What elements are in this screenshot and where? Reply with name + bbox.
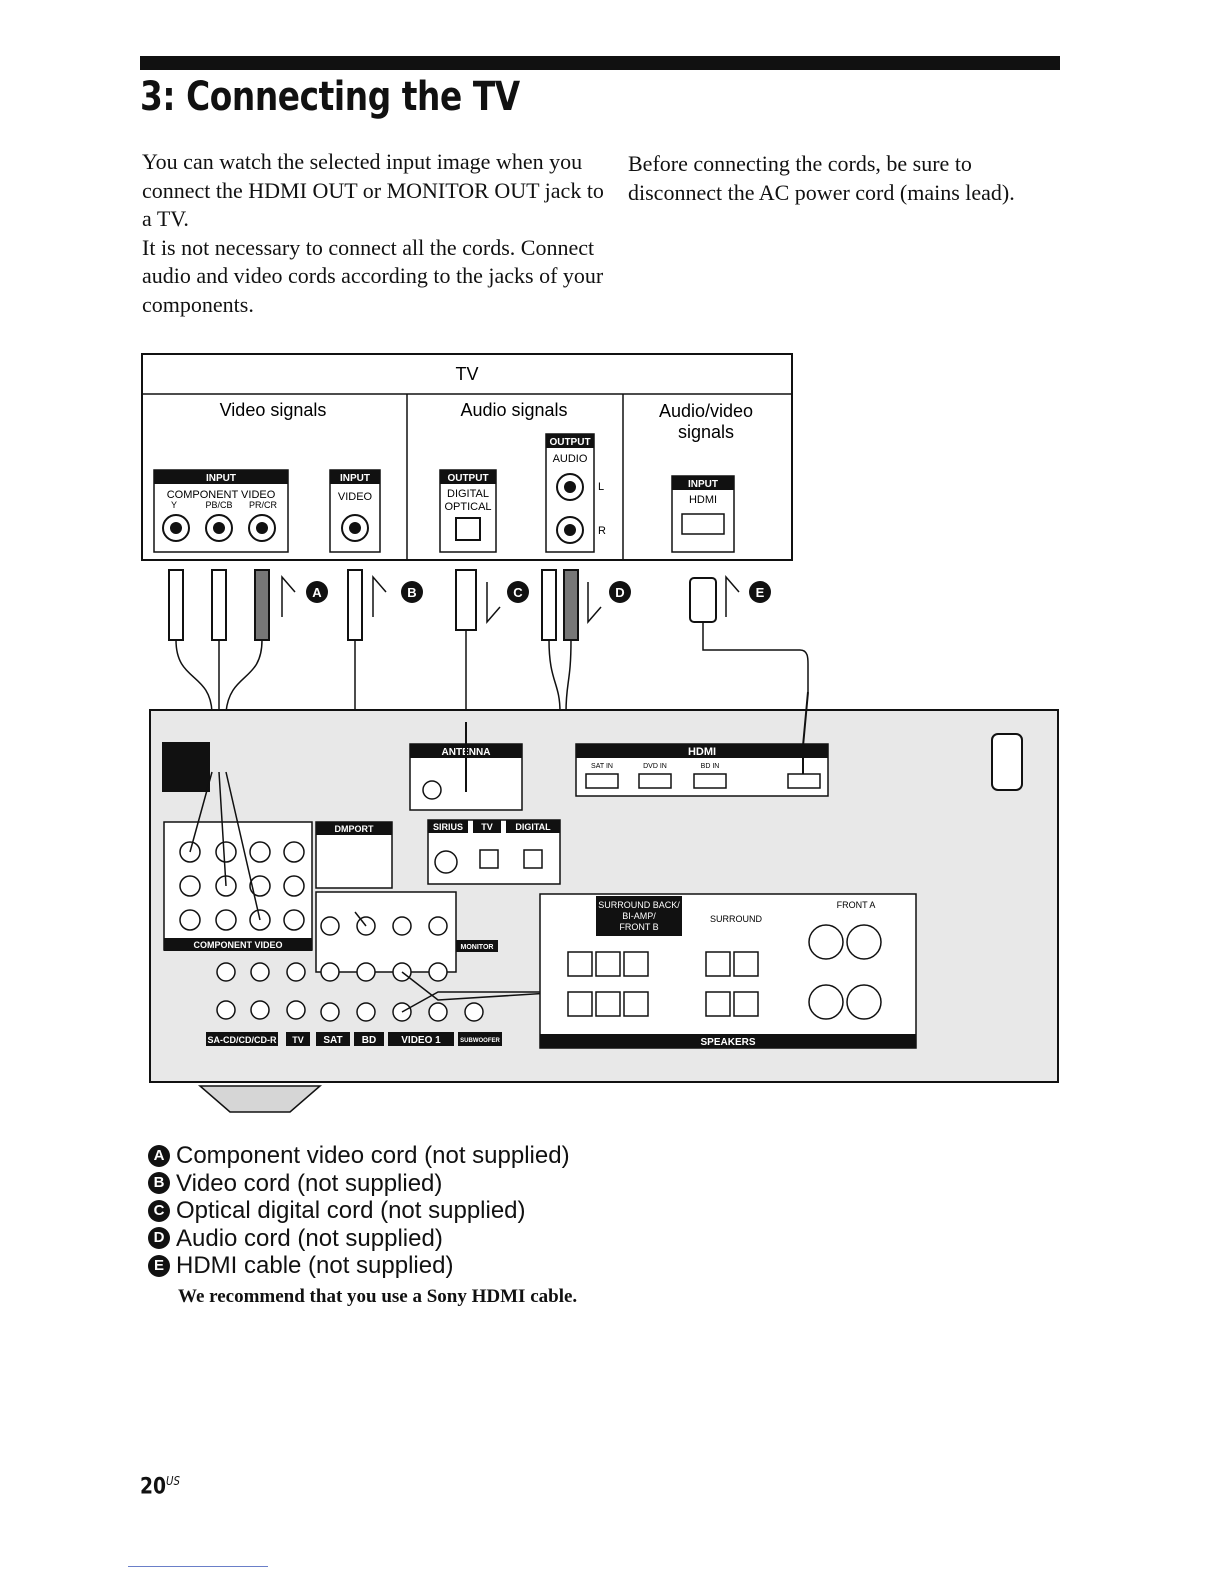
cable-letter-e: E	[749, 581, 771, 603]
tv-audio-label: AUDIO	[553, 453, 588, 465]
svg-text:D: D	[615, 585, 624, 600]
tv-label: TV	[455, 364, 478, 384]
hdmi-recommendation-note: We recommend that you use a Sony HDMI ca…	[178, 1286, 578, 1307]
tv-optical-output-tag: OUTPUT	[447, 473, 488, 484]
surround-back-line3: FRONT B	[619, 922, 658, 932]
footer-link-underline	[128, 1566, 268, 1567]
receiver-tv-bottom-label: TV	[292, 1035, 304, 1045]
tv-pb-label: PB/CB	[205, 500, 232, 510]
tv-component-video-label: COMPONENT VIDEO	[167, 489, 276, 501]
legend-badge-b: B	[148, 1172, 170, 1195]
connection-diagram: TV Video signals Audio signals Audio/vid…	[140, 352, 1060, 1122]
monitor-label: MONITOR	[461, 944, 494, 951]
legend-item-d: D Audio cord (not supplied)	[148, 1225, 570, 1253]
tv-component-input: INPUT COMPONENT VIDEO Y PB/CB PR/CR	[153, 469, 289, 553]
legend-text-c: Optical digital cord (not supplied)	[176, 1197, 526, 1224]
tv-digital-label: DIGITAL	[447, 488, 489, 500]
legend-text-b: Video cord (not supplied)	[176, 1169, 443, 1197]
cable-letter-d: D	[609, 581, 631, 603]
tv-audio-output-tag: OUTPUT	[549, 437, 590, 448]
dvd-in-label: DVD IN	[643, 763, 667, 770]
page-title: 3: Connecting the TV	[140, 74, 520, 120]
speakers-label: SPEAKERS	[700, 1037, 755, 1048]
svg-text:E: E	[756, 585, 765, 600]
tv-pr-label: PR/CR	[249, 500, 278, 510]
legend-text-a: Component video cord (not supplied)	[176, 1142, 570, 1169]
subwoofer-label: SUBWOOFER	[460, 1038, 500, 1044]
svg-text:B: B	[407, 585, 416, 600]
receiver-hdmi-label: HDMI	[688, 746, 716, 758]
tv-hdmi-input-tag: INPUT	[688, 479, 718, 490]
cable-letter-a: A	[306, 581, 328, 603]
receiver-component-video-label: COMPONENT VIDEO	[193, 940, 282, 950]
legend-text-d: Audio cord (not supplied)	[176, 1224, 443, 1252]
dmport-label: DMPORT	[335, 824, 374, 834]
tv-hdmi-label: HDMI	[689, 494, 717, 506]
surround-back-line1: SURROUND BACK/	[598, 900, 680, 910]
sat-label: SAT	[323, 1035, 342, 1046]
cable-letter-b: B	[401, 581, 423, 603]
tv-video-input-tag: INPUT	[340, 473, 370, 484]
intro-right-column: Before connecting the cords, be sure to …	[628, 150, 1068, 207]
legend-badge-a: A	[148, 1144, 170, 1167]
video-signals-label: Video signals	[220, 400, 327, 420]
av-signals-label-1: Audio/video	[659, 401, 753, 421]
legend-badge-c: C	[148, 1199, 170, 1222]
cable-legend: A Component video cord (not supplied) B Vi…	[148, 1142, 570, 1280]
receiver-tv-label: TV	[481, 822, 493, 832]
receiver-rear-panel: HDMI SAT IN DVD IN BD IN ANTENNA SIRIUS …	[149, 691, 1059, 1113]
legend-item-a: A Component video cord (not supplied)	[148, 1142, 570, 1170]
legend-text-e: HDMI cable (not supplied)	[176, 1252, 454, 1279]
bd-in-label: BD IN	[701, 763, 720, 770]
av-signals-label-2: signals	[678, 422, 734, 442]
receiver-digital-label: DIGITAL	[515, 822, 551, 832]
tv-l-label: L	[598, 481, 604, 493]
surround-label: SURROUND	[710, 914, 763, 924]
tv-video-label: VIDEO	[338, 491, 373, 503]
front-a-label: FRONT A	[837, 900, 876, 910]
tv-y-label: Y	[171, 500, 177, 510]
tv-r-label: R	[598, 525, 606, 537]
tv-component-input-tag: INPUT	[206, 473, 236, 484]
tv-optical-label: OPTICAL	[444, 501, 491, 513]
audio-signals-label: Audio signals	[460, 400, 567, 420]
legend-badge-d: D	[148, 1227, 170, 1250]
video1-label: VIDEO 1	[401, 1035, 441, 1046]
tv-video-input: INPUT VIDEO	[329, 469, 381, 553]
cable-plugs	[168, 569, 717, 641]
bd-label: BD	[362, 1035, 376, 1046]
intro-paragraph-1: You can watch the selected input image w…	[142, 149, 604, 231]
page-number: 20US	[140, 1474, 180, 1499]
intro-paragraph-2: It is not necessary to connect all the c…	[142, 234, 604, 317]
sirius-label: SIRIUS	[433, 822, 463, 832]
tv-audio-output: OUTPUT AUDIO L R	[545, 433, 606, 553]
sat-in-label: SAT IN	[591, 763, 613, 770]
legend-item-b: B Video cord (not supplied)	[148, 1170, 570, 1198]
legend-item-e: E HDMI cable (not supplied)	[148, 1252, 570, 1280]
intro-left-column: You can watch the selected input image w…	[142, 148, 612, 319]
legend-badge-e: E	[148, 1254, 170, 1277]
cable-arrows	[281, 574, 740, 625]
legend-item-c: C Optical digital cord (not supplied)	[148, 1197, 570, 1225]
svg-text:C: C	[513, 585, 523, 600]
page-number-value: 20	[140, 1474, 167, 1500]
svg-text:A: A	[312, 585, 322, 600]
surround-back-line2: BI-AMP/	[622, 911, 656, 921]
tv-hdmi-input: INPUT HDMI	[671, 475, 735, 553]
tv-panel: TV Video signals Audio signals Audio/vid…	[141, 353, 793, 561]
tv-optical-output: OUTPUT DIGITAL OPTICAL	[439, 469, 497, 553]
page-number-suffix: US	[166, 1474, 180, 1488]
header-rule	[140, 56, 1060, 70]
power-cord-warning: Before connecting the cords, be sure to …	[628, 151, 1015, 205]
sa-cd-label: SA-CD/CD/CD-R	[208, 1035, 277, 1045]
cable-letter-c: C	[507, 581, 529, 603]
